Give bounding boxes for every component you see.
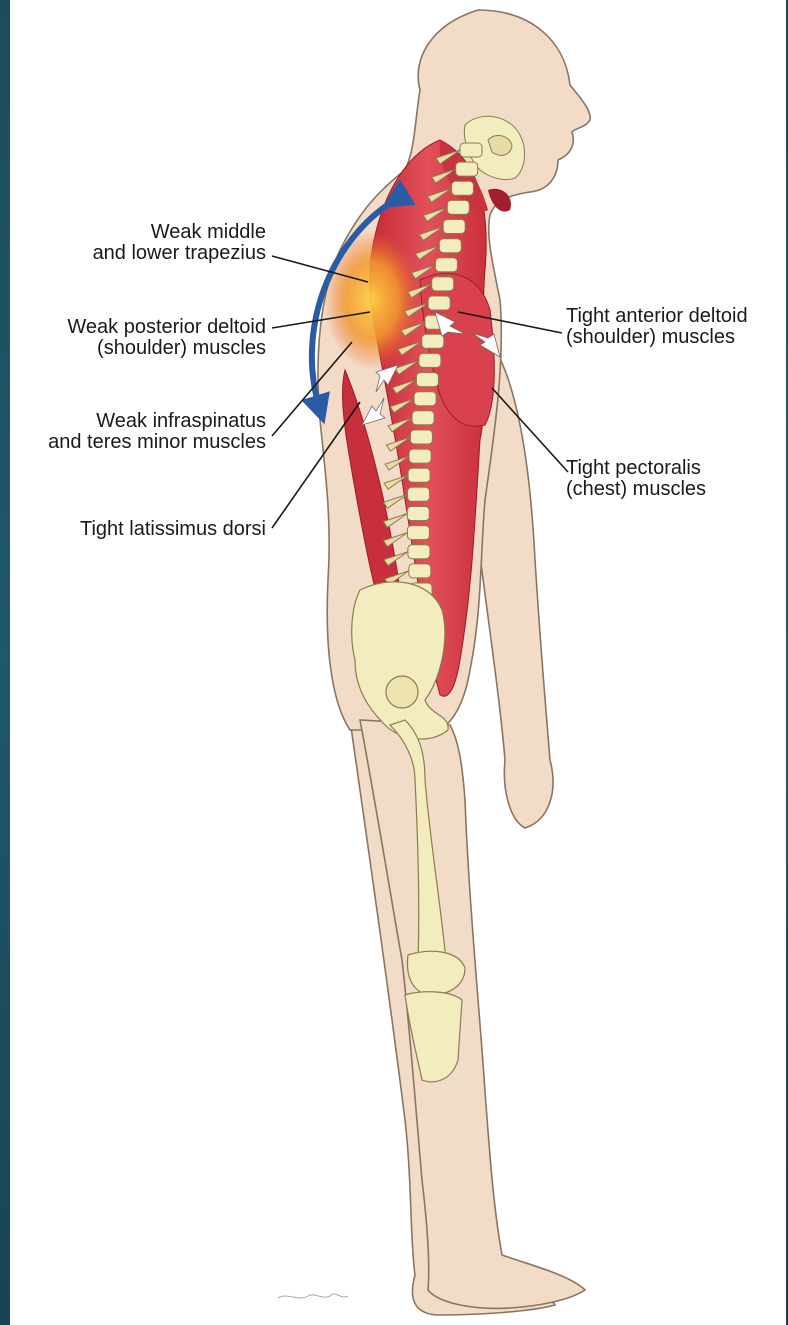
label-weak-trapezius: Weak middle and lower trapezius bbox=[93, 222, 266, 264]
vertebra bbox=[408, 468, 430, 482]
label-tight-anterior-deltoid: Tight anterior deltoid (shoulder) muscle… bbox=[566, 306, 748, 348]
label-weak-infraspinatus: Weak infraspinatus and teres minor muscl… bbox=[48, 411, 266, 453]
vertebra bbox=[428, 296, 450, 310]
label-line: Tight anterior deltoid bbox=[566, 306, 748, 327]
vertebra bbox=[407, 507, 429, 521]
vertebra bbox=[435, 258, 457, 272]
label-line: (chest) muscles bbox=[566, 479, 706, 500]
vertebra bbox=[409, 564, 431, 578]
vertebra bbox=[456, 162, 478, 176]
vertebra bbox=[443, 220, 465, 234]
vertebra bbox=[410, 430, 432, 444]
anatomy-illustration bbox=[10, 0, 786, 1325]
vertebra bbox=[419, 353, 441, 367]
vertebra bbox=[408, 545, 430, 559]
label-line: Weak posterior deltoid bbox=[67, 317, 266, 338]
label-line: (shoulder) muscles bbox=[67, 338, 266, 359]
vertebra bbox=[447, 200, 469, 214]
label-line: and lower trapezius bbox=[93, 243, 266, 264]
label-line: Weak infraspinatus bbox=[48, 411, 266, 432]
label-line: Tight pectoralis bbox=[566, 458, 706, 479]
illustration-canvas: Weak middle and lower trapezius Weak pos… bbox=[10, 0, 786, 1325]
vertebra bbox=[432, 277, 454, 291]
label-line: Weak middle bbox=[93, 222, 266, 243]
label-tight-pectoralis: Tight pectoralis (chest) muscles bbox=[566, 458, 706, 500]
label-line: (shoulder) muscles bbox=[566, 327, 748, 348]
label-line: and teres minor muscles bbox=[48, 432, 266, 453]
vertebra bbox=[408, 487, 430, 501]
vertebra bbox=[414, 392, 436, 406]
vertebra bbox=[416, 373, 438, 387]
label-weak-posterior-deltoid: Weak posterior deltoid (shoulder) muscle… bbox=[67, 317, 266, 359]
artist-signature bbox=[278, 1294, 348, 1298]
vertebra bbox=[422, 334, 444, 348]
vertebra bbox=[412, 411, 434, 425]
label-line: Tight latissimus dorsi bbox=[80, 519, 266, 540]
vertebra bbox=[460, 143, 482, 157]
vertebra bbox=[452, 181, 474, 195]
label-tight-latissimus: Tight latissimus dorsi bbox=[80, 519, 266, 540]
vertebra bbox=[409, 449, 431, 463]
vertebra bbox=[407, 526, 429, 540]
vertebra bbox=[439, 239, 461, 253]
